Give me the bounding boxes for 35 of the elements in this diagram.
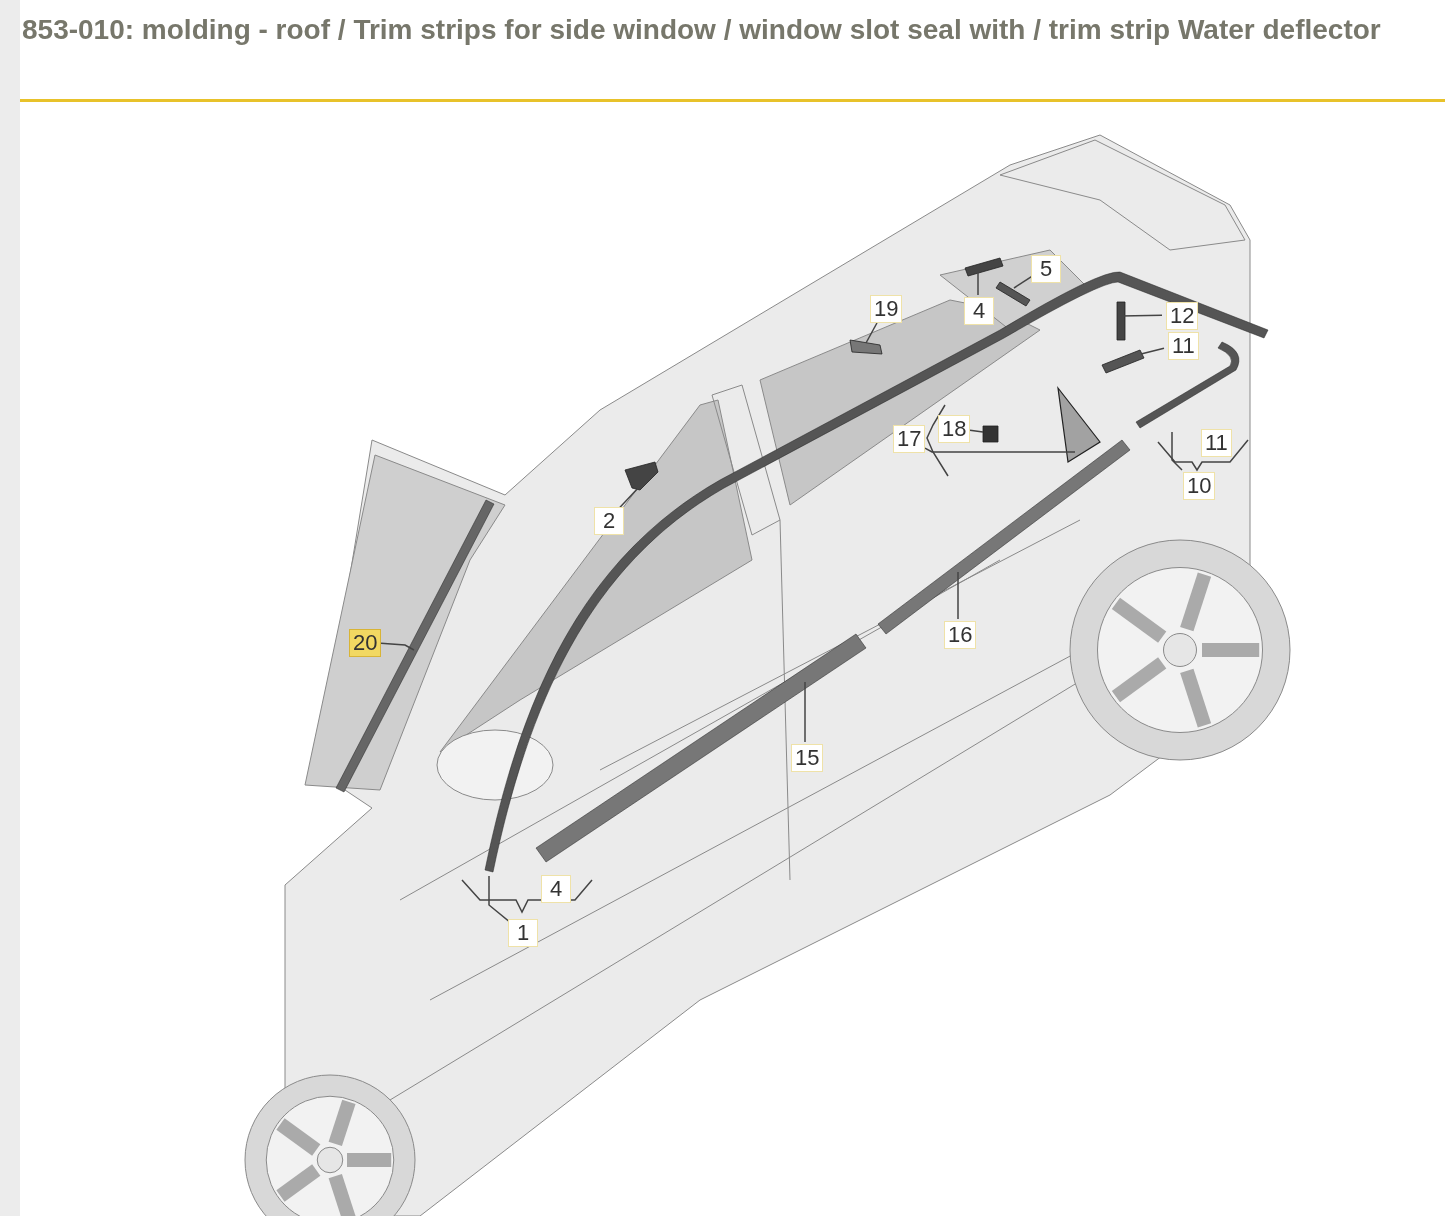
callout-number: 4 xyxy=(541,875,571,903)
callout-number: 1 xyxy=(508,919,538,947)
page-title: 853-010: molding - roof / Trim strips for side window / window slot seal with / trim strip Water deflector xyxy=(22,13,1382,47)
callout-number: 16 xyxy=(944,621,977,649)
clip-part xyxy=(1101,349,1145,374)
windshield-molding-part xyxy=(335,499,495,793)
leader-line xyxy=(969,429,984,433)
leader-line xyxy=(1171,431,1183,471)
pin-part xyxy=(1116,301,1126,341)
callout-number: 2 xyxy=(594,507,624,535)
leader-line xyxy=(924,447,1076,453)
leader-line xyxy=(1140,347,1165,355)
callout-number: 12 xyxy=(1166,302,1199,330)
clip-part xyxy=(982,425,999,443)
callout-number: 20 xyxy=(349,629,382,657)
leader-line xyxy=(865,322,878,344)
leader-line xyxy=(804,681,806,743)
callout-number: 10 xyxy=(1183,472,1216,500)
bolt-part xyxy=(995,281,1031,307)
callout-number: 5 xyxy=(1031,255,1061,283)
callout-number: 11 xyxy=(1201,429,1232,457)
window-slot-seal-part xyxy=(535,633,867,863)
leader-line xyxy=(380,642,415,651)
callout-number: 19 xyxy=(870,295,903,323)
leader-line xyxy=(957,571,959,620)
clip-part xyxy=(624,461,659,491)
clip-part xyxy=(964,257,1004,277)
callout-number: 15 xyxy=(791,744,824,772)
triangle-trim-part xyxy=(1057,385,1101,463)
clip-part xyxy=(849,339,883,355)
callout-number: 18 xyxy=(938,415,971,443)
leader-line xyxy=(977,271,979,296)
callout-number: 4 xyxy=(964,297,994,325)
callout-number: 11 xyxy=(1168,332,1199,360)
callout-number: 17 xyxy=(893,425,926,453)
